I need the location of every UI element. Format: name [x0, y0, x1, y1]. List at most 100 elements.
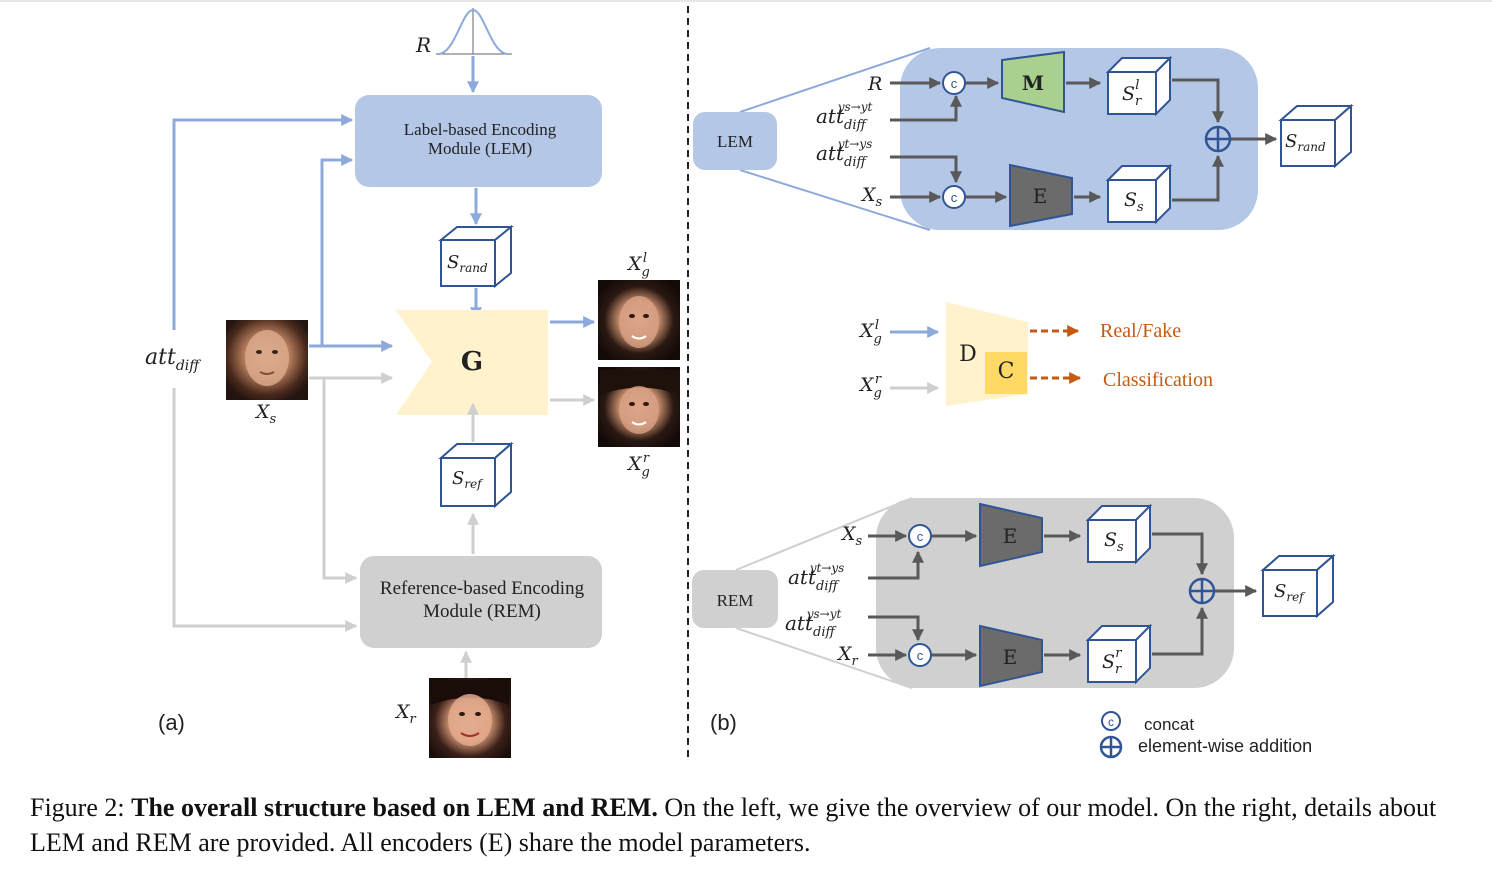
lem-s-rand-cube: Srand	[1278, 103, 1354, 169]
encoder-block	[979, 624, 1043, 688]
source-face-photo	[226, 320, 308, 400]
encoder-label: E	[1003, 524, 1018, 548]
panel-a: R Label-based Encoding Module (LEM) Sran…	[145, 8, 680, 758]
xgl-label: X	[626, 253, 643, 275]
ss-sub: s	[1137, 200, 1144, 215]
encoder-label: E	[1003, 645, 1018, 669]
rem-s-ref-cube: Sref	[1260, 553, 1336, 619]
arrow-srl-to-add	[1172, 78, 1224, 124]
lem-xs-label: X	[860, 184, 877, 206]
rem-tag-label: REM	[717, 591, 754, 610]
svg-text:Sref: Sref	[452, 468, 484, 491]
svg-text:Ss: Ss	[1124, 189, 1144, 215]
svg-text:Sref: Sref	[1274, 581, 1306, 604]
svg-text:Ss: Ss	[1104, 529, 1124, 555]
d-xgr-sup: r	[875, 372, 882, 387]
lem-r-label: R	[867, 73, 882, 95]
concat-glyph: c	[917, 529, 924, 544]
s-rand-label: S	[447, 252, 459, 273]
arrow-srr-to-add	[1152, 606, 1208, 656]
xgl-sup: l	[643, 251, 647, 266]
lem-block	[355, 95, 602, 187]
rem-xr-sub: r	[852, 654, 859, 669]
xr-label: X	[394, 701, 411, 723]
discriminator-label: D	[959, 342, 977, 367]
xs-sub: s	[270, 412, 277, 427]
concat-glyph: c	[917, 648, 924, 663]
svg-text:Xgl: Xgl	[858, 318, 882, 347]
encoder-block	[979, 502, 1043, 568]
plus-circle-icon	[1188, 577, 1216, 605]
concat-circle-icon	[908, 643, 932, 667]
figure-canvas: R Label-based Encoding Module (LEM) Sran…	[0, 0, 1492, 760]
rem-sref-label: S	[1274, 581, 1286, 602]
generator-label: G	[461, 347, 483, 377]
s-r-r-cube: Srr	[1085, 623, 1153, 685]
lem-srand-sub: rand	[1297, 140, 1326, 154]
panel-a-label: (a)	[158, 710, 185, 735]
svg-text:Srand: Srand	[447, 252, 488, 275]
lem-zoom-line-bottom	[739, 169, 931, 231]
real-fake-label: Real/Fake	[1100, 320, 1181, 342]
xr-sub: r	[410, 712, 417, 727]
encoder-block	[1009, 163, 1073, 228]
svg-text:Xgr: Xgr	[858, 372, 882, 401]
srr-sub: r	[1115, 662, 1122, 677]
arrow-xs-to-rem	[322, 378, 358, 584]
mapper-block	[1001, 50, 1065, 114]
rem-zoom-line-bottom	[735, 627, 913, 689]
srl-sub: r	[1135, 94, 1142, 109]
s-ref-sub: ref	[464, 477, 484, 491]
svg-text:Xs: Xs	[860, 184, 883, 210]
arrow-xs-to-lem	[320, 154, 354, 346]
reference-face-photo	[429, 678, 511, 758]
svg-text:attdiffys→yt: attdiffys→yt	[785, 607, 841, 640]
rem-xs-sub: s	[856, 534, 863, 549]
rem-att2-label: att	[785, 611, 814, 635]
lem-tag-label: LEM	[717, 132, 753, 151]
classification-label: Classification	[1103, 369, 1213, 391]
caption-prefix: Figure 2:	[30, 793, 132, 822]
lem-zoom-line-top	[739, 47, 931, 113]
svg-text:Srand: Srand	[1285, 131, 1326, 154]
s-s-cube: Ss	[1105, 163, 1173, 225]
arrow-ss-to-add-rem	[1152, 532, 1208, 576]
svg-text:Xr: Xr	[836, 643, 859, 669]
generated-face-l-photo	[598, 280, 680, 360]
d-xgr-sub: g	[874, 386, 882, 401]
panel-b: LEM R attdiffys→yt attdiffyt→ys Xs c c M…	[692, 47, 1354, 759]
rem-ss-label: S	[1104, 529, 1117, 551]
lem-att1-sup: ys→yt	[837, 100, 873, 114]
svg-text:Xs: Xs	[254, 401, 277, 427]
srl-sup: l	[1135, 78, 1139, 93]
lem-att1-label: att	[816, 104, 845, 128]
rem-s-s-cube: Ss	[1085, 503, 1153, 565]
d-xgl-label: X	[858, 320, 875, 342]
rem-xs-label: X	[840, 523, 857, 545]
srr-sup: r	[1115, 646, 1122, 661]
rem-sref-sub: ref	[1286, 590, 1306, 604]
figure-caption: Figure 2: The overall structure based on…	[30, 790, 1470, 860]
ss-label: S	[1124, 189, 1137, 211]
svg-text:Srl: Srl	[1122, 78, 1142, 109]
legend-plus-icon	[1099, 735, 1123, 759]
d-xgl-sup: l	[875, 318, 879, 333]
rem-ss-sub: s	[1117, 540, 1124, 555]
lem-att2-label: att	[816, 141, 845, 165]
svg-text:attdiffys→yt: attdiffys→yt	[816, 100, 872, 133]
xgr-sub: g	[642, 465, 650, 480]
svg-text:Xr: Xr	[394, 701, 417, 727]
rem-title-line1: Reference-based Encoding	[380, 578, 585, 599]
classifier-block	[985, 352, 1027, 394]
rem-att2-sub: diff	[813, 625, 837, 640]
encoder-label: E	[1033, 184, 1048, 208]
concat-glyph: c	[951, 190, 958, 205]
xs-label: X	[254, 401, 271, 423]
arrow-att-to-lem	[172, 114, 354, 330]
lem-att2-sup: yt→ys	[837, 137, 873, 151]
arrow-rem-att1-to-concat	[868, 550, 924, 580]
arrow-att1-to-concat	[890, 94, 962, 122]
svg-text:attdiff: attdiff	[145, 345, 201, 374]
lem-title-line2: Module (LEM)	[428, 139, 532, 158]
svg-text:Xgr: Xgr	[626, 451, 650, 480]
